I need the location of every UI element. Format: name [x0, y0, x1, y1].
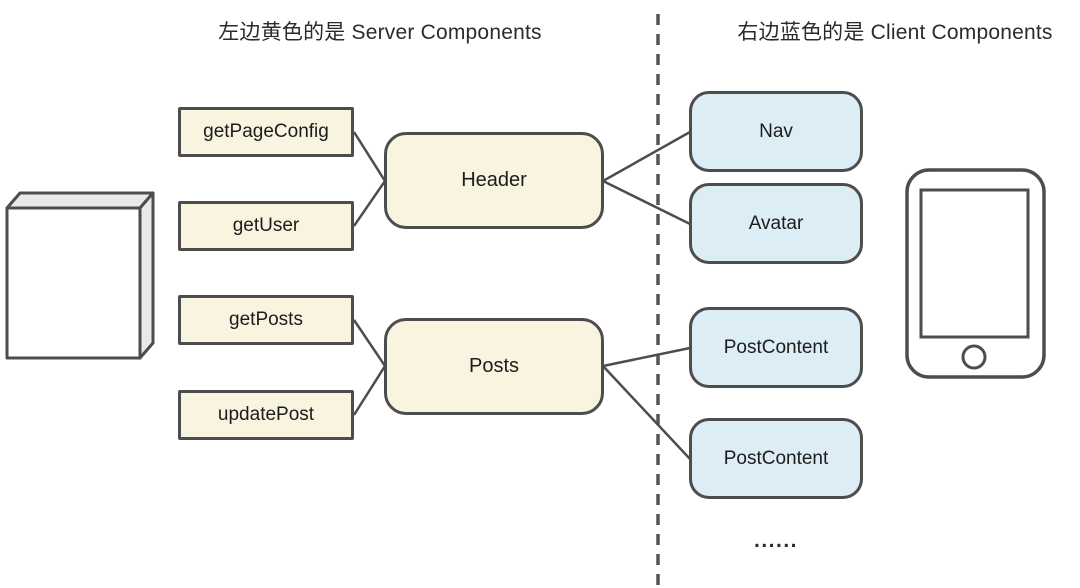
phone-body — [905, 168, 1046, 379]
connector-updatepost-posts — [352, 365, 387, 416]
phone-home-button — [961, 344, 987, 370]
server-box-3d-icon — [5, 191, 155, 360]
server-function-updatepost: updatePost — [178, 390, 354, 440]
connector-header-nav — [602, 130, 691, 183]
server-function-getuser: getUser — [178, 201, 354, 251]
client-component-avatar: Avatar — [689, 183, 863, 264]
connector-getposts-posts — [352, 319, 387, 367]
phone-screen — [919, 188, 1030, 339]
more-components-ellipsis: ...... — [753, 529, 798, 552]
legend-server-title: 左边黄色的是 Server Components — [218, 21, 542, 44]
connector-posts-postcontent-1 — [602, 346, 691, 368]
server-box-top-face — [5, 191, 155, 210]
server-component-posts: Posts — [384, 318, 604, 415]
connector-getuser-header — [352, 180, 387, 227]
client-component-postcontent-1: PostContent — [689, 307, 863, 388]
server-box-side-face — [138, 191, 155, 360]
server-box-front-face — [5, 206, 142, 360]
client-component-nav: Nav — [689, 91, 863, 172]
legend-client-title: 右边蓝色的是 Client Components — [737, 21, 1053, 44]
connector-header-avatar — [602, 179, 691, 226]
server-component-header: Header — [384, 132, 604, 229]
connector-getpageconfig-header — [352, 131, 387, 182]
server-function-getpageconfig: getPageConfig — [178, 107, 354, 157]
client-component-postcontent-2: PostContent — [689, 418, 863, 499]
mobile-phone-icon — [905, 168, 1046, 379]
server-function-getposts: getPosts — [178, 295, 354, 345]
connector-posts-postcontent-2 — [602, 365, 691, 460]
